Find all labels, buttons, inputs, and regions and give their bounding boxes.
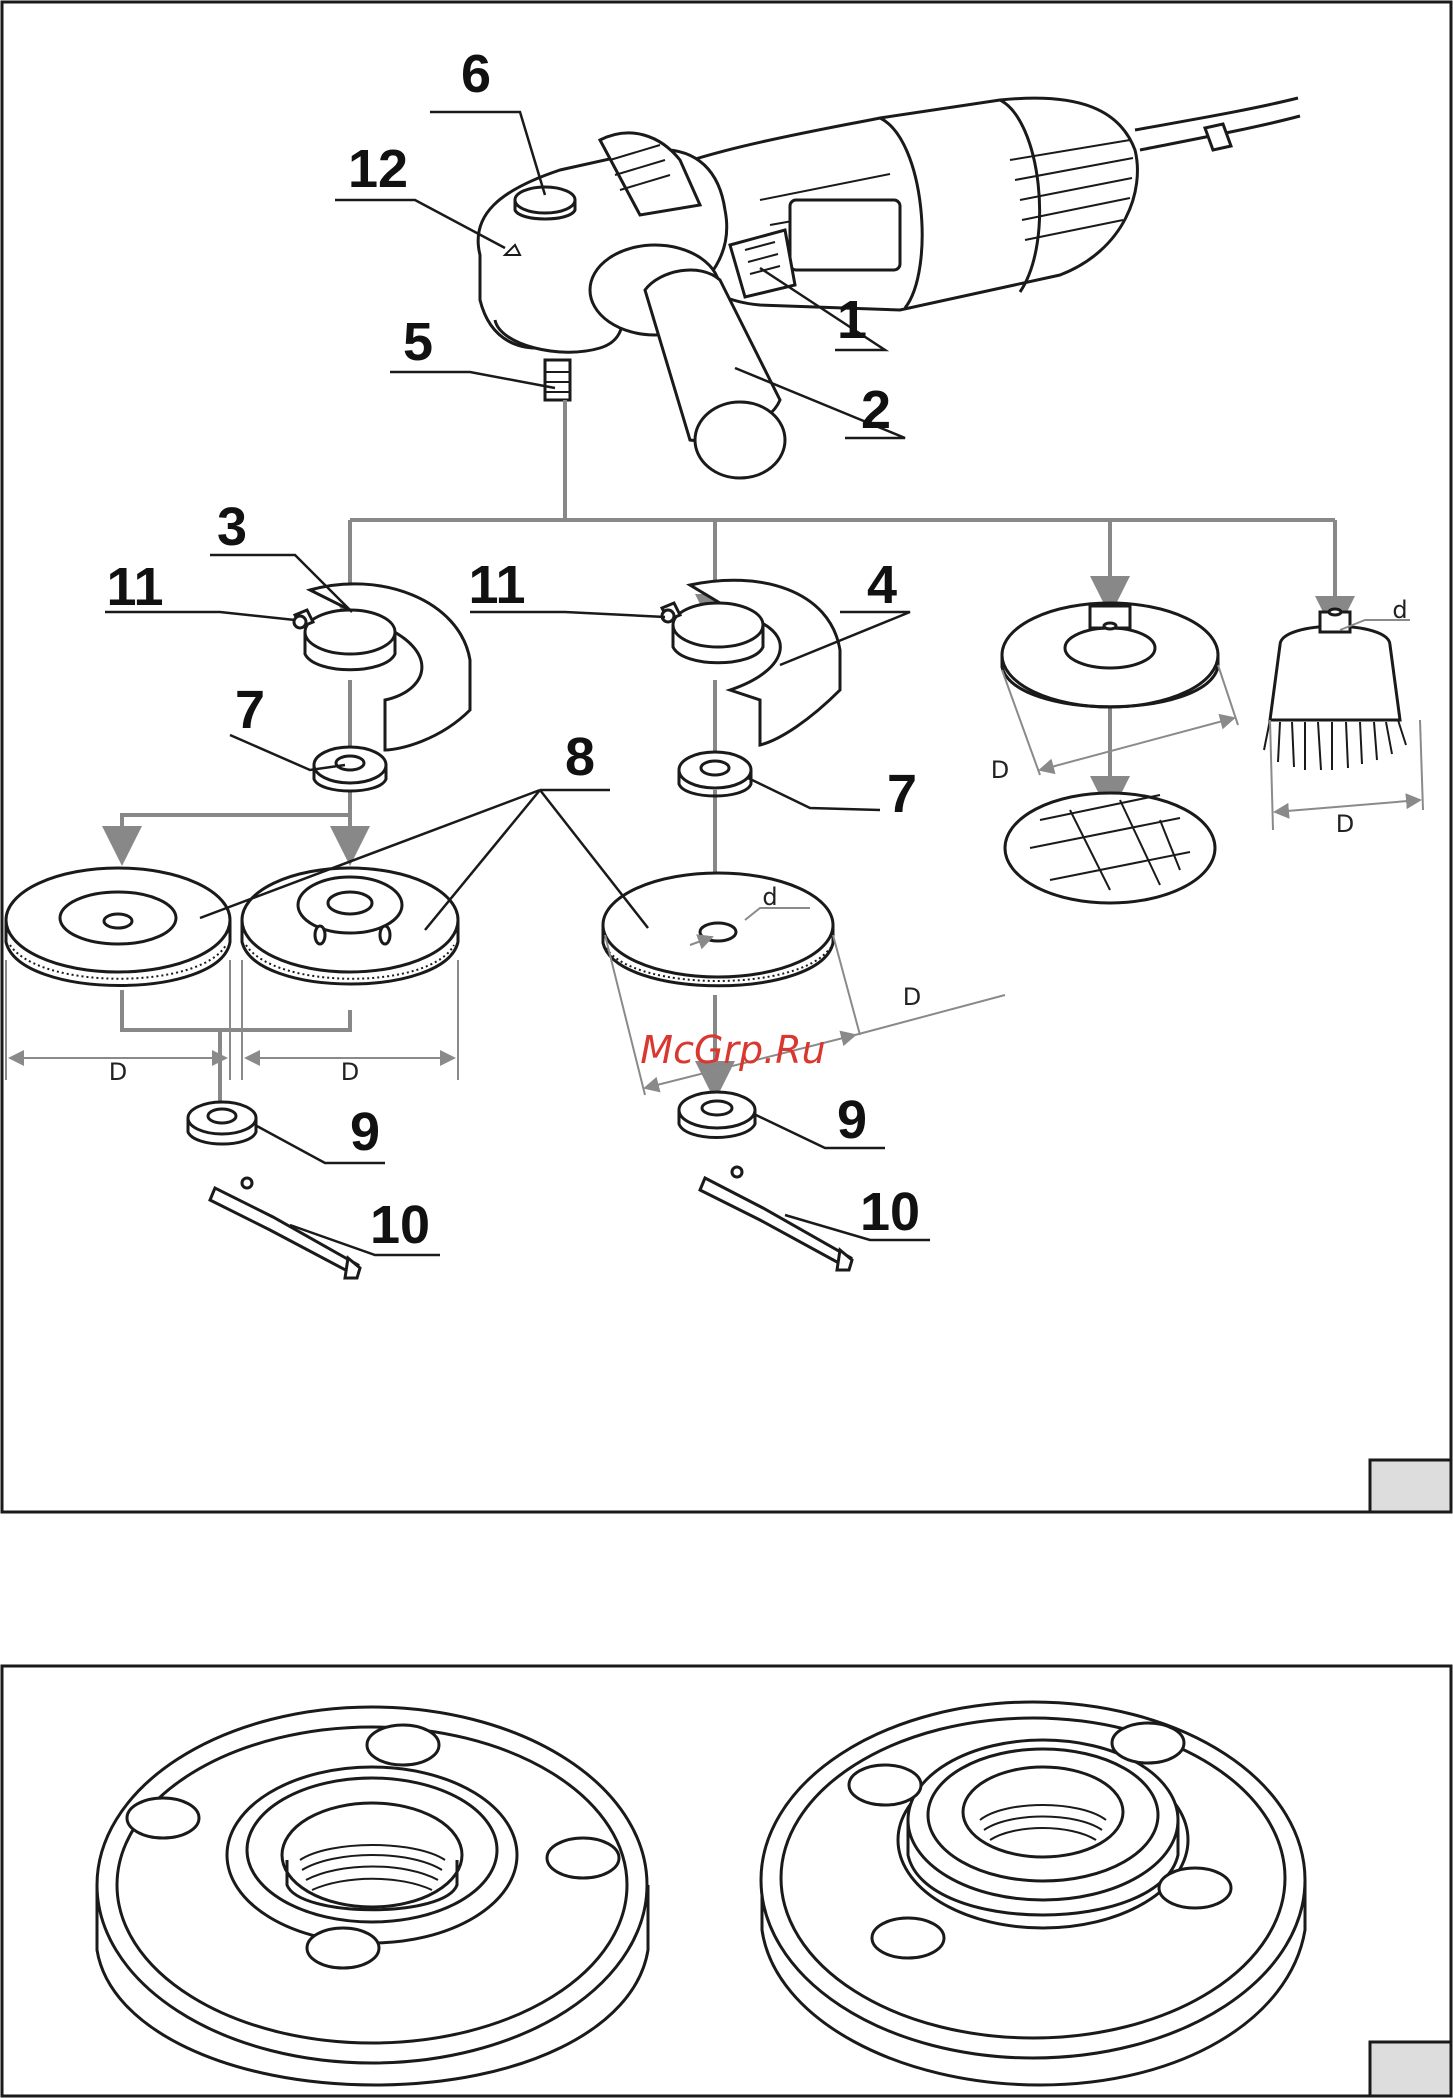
callout-11-center: 11 (468, 555, 525, 615)
callout-3: 3 (217, 497, 247, 557)
backing-pad (1002, 603, 1218, 707)
sanding-sheet (1005, 793, 1215, 903)
dim-d-cutting-disc: d (762, 883, 777, 911)
page-tab-1 (1370, 1460, 1451, 1512)
flange-nut-flat-side (97, 1707, 648, 2085)
callout-9-center: 9 (837, 1090, 867, 1150)
cutting-disc (603, 873, 833, 986)
callout-7-left: 7 (235, 680, 265, 740)
callout-5: 5 (403, 312, 433, 372)
spanner-10-center (700, 1167, 852, 1270)
callout-10-center: 10 (860, 1182, 920, 1242)
callout-7-center: 7 (887, 764, 917, 824)
wire-cup-brush (1264, 609, 1406, 770)
callout-2: 2 (861, 380, 891, 440)
page-tab-2 (1370, 2042, 1451, 2096)
callout-1: 1 (837, 290, 867, 350)
grinding-disc-cup (242, 868, 458, 984)
dim-d-brush: d (1392, 596, 1407, 624)
callout-9-left: 9 (350, 1102, 380, 1162)
callout-4: 4 (867, 555, 897, 615)
callout-12: 12 (348, 139, 408, 199)
dim-D-backing-pad: D (991, 756, 1009, 784)
dim-D-brush: D (1336, 810, 1354, 838)
watermark: McGrp.Ru (640, 1028, 825, 1072)
clamping-nut-9-left (188, 1102, 256, 1144)
dim-D-cutting-disc: D (903, 983, 921, 1011)
callout-8: 8 (565, 727, 595, 787)
inner-flange-7-center (679, 752, 751, 796)
dim-D-disc-flat: D (109, 1058, 127, 1086)
grinding-disc-flat (6, 868, 230, 986)
wheel-guard-3 (294, 584, 470, 750)
callout-6: 6 (461, 44, 491, 104)
dim-D-disc-cup: D (341, 1058, 359, 1086)
flange-nut-collar-side (761, 1702, 1305, 2085)
clamping-nut-9-center (679, 1092, 755, 1138)
spanner-10-left (210, 1178, 360, 1278)
callout-10-left: 10 (370, 1195, 430, 1255)
wheel-guard-4 (662, 580, 840, 745)
callout-11-left: 11 (106, 557, 163, 617)
